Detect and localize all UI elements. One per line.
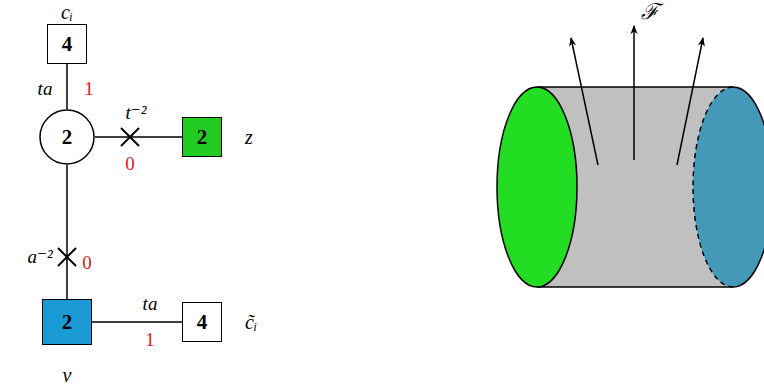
rank-number: 2 <box>62 127 73 148</box>
red-number: 1 <box>82 78 96 99</box>
gauge-node: 2 <box>39 109 95 165</box>
node-name: c̃ᵢ <box>245 312 257 332</box>
flux-arrow <box>677 38 703 165</box>
edge-weight: t⁻² <box>123 102 148 123</box>
cylinder-edge <box>537 86 733 88</box>
cylinder-illustration <box>497 26 764 287</box>
quiver-edge <box>66 64 68 109</box>
flavor-box: 4cᵢ <box>47 24 87 64</box>
flux-symbol: ℱ <box>639 0 661 24</box>
flux-arrow <box>633 26 635 160</box>
red-number: 0 <box>80 252 94 273</box>
rank-number: 4 <box>62 34 73 55</box>
red-number: 1 <box>143 329 157 350</box>
cross-symbol <box>58 248 76 266</box>
blue-flavor-box: 2v <box>42 299 92 345</box>
quiver-edge <box>66 165 68 299</box>
edge-weight: ta <box>36 78 55 99</box>
cylinder-end-right <box>693 87 764 287</box>
green-flavor-box: 2z <box>182 117 222 157</box>
cylinder-hidden-outline <box>693 87 733 287</box>
edge-weight: ta <box>141 293 160 314</box>
cross-symbol <box>121 128 139 146</box>
quiver-edge <box>95 136 182 138</box>
node-name: z <box>245 127 253 147</box>
node-name: v <box>63 365 72 385</box>
edge-weight: a⁻² <box>25 246 54 267</box>
red-number: 0 <box>123 153 137 174</box>
rank-number: 2 <box>197 127 208 148</box>
node-name: cᵢ <box>61 2 73 22</box>
flux-arrow <box>571 38 598 165</box>
flavor-box: 4c̃ᵢ <box>182 302 222 342</box>
cylinder-end-outline <box>733 87 764 287</box>
rank-number: 2 <box>62 312 73 333</box>
quiver-edge <box>92 321 182 323</box>
cylinder-end-left <box>497 87 577 287</box>
rank-number: 4 <box>197 312 208 333</box>
connector-layer <box>67 64 182 322</box>
cylinder-edge <box>537 286 733 288</box>
